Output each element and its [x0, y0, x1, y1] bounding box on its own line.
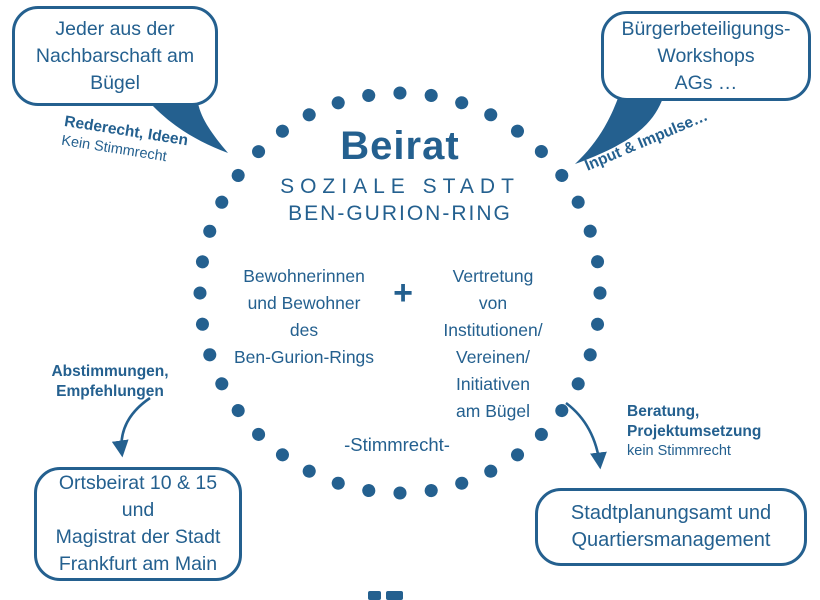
bubble-workshops: Bürgerbeteiligungs- Workshops AGs …: [601, 11, 811, 101]
bubble-line: AGs …: [674, 71, 738, 94]
bubble-line: und: [121, 499, 155, 521]
institutions-line: am Bügel: [456, 401, 530, 421]
diagram-subtitle-2: BEN-GURION-RING: [288, 202, 512, 225]
residents-group-text: Bewohnerinnen und Bewohner des Ben-Gurio…: [218, 263, 390, 371]
top-left-bubble-tail: [150, 103, 228, 153]
annotation-beratung: Beratung, Projektumsetzung kein Stimmrec…: [627, 402, 797, 461]
circle-heading: Beirat SOZIALE STADT BEN-GURION-RING: [200, 124, 600, 226]
diagram-subtitle-1: SOZIALE STADT: [280, 175, 520, 198]
bubble-neighbourhood: Jeder aus der Nachbarschaft am Bügel: [12, 6, 218, 106]
bubble-ortsbeirat-magistrat: Ortsbeirat 10 & 15 und Magistrat der Sta…: [34, 467, 242, 581]
bubble-line: Magistrat der Stadt: [55, 526, 221, 548]
institutions-line: von: [478, 293, 508, 313]
institutions-line: Institutionen/: [443, 320, 543, 340]
voting-right-note: -Stimmrecht-: [344, 434, 450, 455]
plus-sign: +: [393, 274, 413, 312]
bubble-line: Workshops: [657, 44, 755, 67]
top-right-bubble-tail: [575, 98, 663, 164]
diagram-title: Beirat: [340, 124, 460, 168]
residents-line: und Bewohner: [247, 293, 361, 313]
annotation-bold: Beratung,: [627, 403, 700, 420]
bubble-line: Bürgerbeteiligungs-: [621, 17, 791, 40]
bubble-line: Bügel: [90, 71, 140, 94]
annotation-bold: Abstimmungen,: [51, 363, 169, 380]
bubble-stadtplanungsamt: Stadtplanungsamt und Quartiersmanagement: [535, 488, 807, 566]
annotation-abstimmungen: Abstimmungen, Empfehlungen: [42, 362, 178, 402]
residents-line: Bewohnerinnen: [243, 266, 365, 286]
annotation-normal: kein Stimmrecht: [627, 443, 731, 459]
bubble-line: Frankfurt am Main: [58, 553, 218, 575]
bottom-cropped-logo: [368, 591, 403, 600]
bubble-line: Nachbarschaft am: [35, 44, 195, 67]
institutions-line: Vertretung: [452, 266, 534, 286]
left-curved-arrow: [111, 396, 151, 458]
institutions-line: Vereinen/: [456, 347, 530, 367]
bubble-line: Jeder aus der: [55, 17, 175, 40]
institutions-group-text: Vertretung von Institutionen/ Vereinen/ …: [415, 263, 571, 425]
residents-line: des: [289, 320, 319, 340]
right-curved-arrow: [565, 401, 607, 470]
residents-line: Ben-Gurion-Rings: [233, 347, 375, 367]
annotation-bold: Empfehlungen: [56, 383, 164, 400]
bubble-line: Ortsbeirat 10 & 15: [58, 472, 218, 494]
institutions-line: Initiativen: [456, 374, 530, 394]
bubble-line: Quartiersmanagement: [571, 529, 771, 551]
bubble-line: Stadtplanungsamt und: [570, 502, 772, 524]
dotted-circle-border: [193, 86, 607, 500]
annotation-bold: Projektumsetzung: [627, 423, 762, 440]
